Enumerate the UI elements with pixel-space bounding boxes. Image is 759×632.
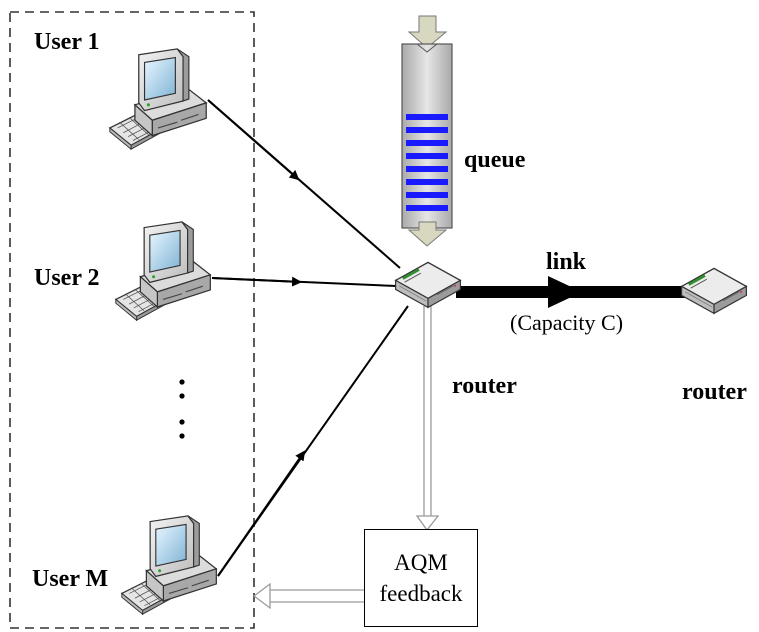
router-icon — [680, 266, 748, 315]
queue-icon — [401, 15, 453, 247]
user-2-label: User 2 — [34, 265, 100, 291]
queue-packet — [406, 114, 448, 120]
computer-icon — [121, 515, 218, 615]
queue-packet — [406, 127, 448, 133]
link-arrow-head — [548, 276, 582, 308]
queue-packet — [406, 153, 448, 159]
user-m-label: User M — [32, 566, 109, 592]
user-1-label: User 1 — [34, 29, 100, 55]
computer-icon — [115, 221, 212, 321]
router-label-left: router — [452, 373, 517, 399]
feedback-left-arrow — [252, 582, 271, 610]
queue-label: queue — [464, 147, 526, 173]
queue-packet — [406, 140, 448, 146]
more-users-ellipsis — [179, 379, 185, 439]
link-label: link — [546, 249, 587, 275]
aqm-feedback-box: AQM feedback — [364, 529, 478, 627]
router-label-right: router — [682, 379, 747, 405]
queue-packet — [406, 192, 448, 198]
router-icon — [394, 260, 462, 309]
feedback-down-arrow — [415, 515, 440, 532]
aqm-label: AQM — [394, 549, 448, 575]
queue-packet — [406, 166, 448, 172]
user-group-box — [9, 11, 255, 629]
capacity-label: (Capacity C) — [510, 310, 624, 335]
computer-icon — [109, 48, 207, 150]
queue-packet — [406, 179, 448, 185]
feedback-label: feedback — [379, 581, 463, 606]
queue-packet — [406, 205, 448, 211]
